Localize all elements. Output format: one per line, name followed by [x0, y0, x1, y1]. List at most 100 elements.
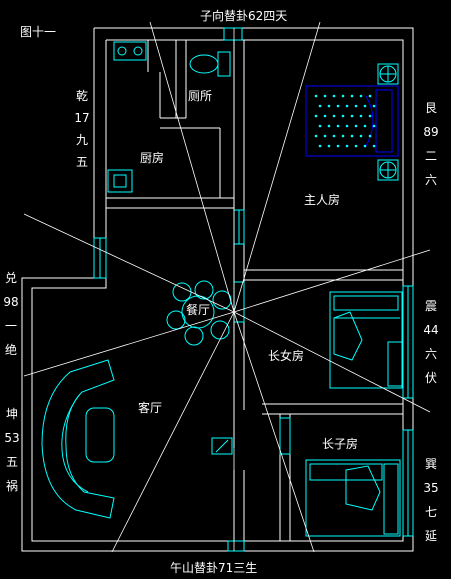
room-label-living-room: 客厅	[138, 400, 162, 415]
walls	[21, 27, 414, 552]
bed-dot	[341, 114, 345, 118]
kun-label: 坤 53 五 祸	[4, 406, 19, 493]
room-label-kitchen: 厨房	[140, 150, 164, 165]
washbasin-icon	[211, 437, 233, 455]
bed-dot	[341, 134, 345, 138]
toilet-bowl-icon	[189, 54, 219, 74]
bed-dot	[327, 124, 331, 128]
svg-text:53: 53	[4, 431, 19, 445]
bed-dot	[345, 144, 349, 148]
bed-dot	[318, 124, 322, 128]
figure-label: 图十一	[20, 25, 56, 39]
bed-dot	[350, 134, 354, 138]
svg-text:二: 二	[425, 149, 437, 163]
bed-dot	[336, 104, 340, 108]
svg-text:巽: 巽	[425, 457, 437, 471]
svg-text:绝: 绝	[5, 342, 17, 357]
coffee-table-icon	[85, 407, 115, 463]
bed-dot	[318, 104, 322, 108]
svg-text:延: 延	[425, 529, 437, 543]
svg-text:九: 九	[76, 133, 88, 147]
toilet-tank-icon	[217, 51, 231, 77]
svg-text:六: 六	[425, 173, 437, 187]
gen-label: 艮 89 二 六	[423, 101, 438, 187]
bed-dot	[314, 134, 318, 138]
bed-dot	[359, 134, 363, 138]
qian-label: 乾 17 九 五	[74, 89, 89, 169]
svg-text:兑: 兑	[5, 271, 17, 285]
room-label-son-room: 长子房	[322, 436, 358, 451]
bed-dot	[368, 94, 372, 98]
bed-dot	[336, 124, 340, 128]
bed-dot	[332, 94, 336, 98]
bed-dot	[323, 134, 327, 138]
bed-dot	[345, 124, 349, 128]
room-label-toilet: 厕所	[188, 89, 212, 103]
top-direction-label: 子向替卦62四天	[200, 8, 287, 23]
svg-text:17: 17	[74, 111, 89, 125]
svg-text:一: 一	[5, 319, 17, 333]
bed-dot	[327, 104, 331, 108]
bed-dot	[359, 114, 363, 118]
zhen-label: 震 44 六 伏	[423, 299, 438, 385]
bed-dot	[332, 114, 336, 118]
bed-dot	[368, 134, 372, 138]
svg-text:坤: 坤	[6, 406, 18, 421]
daughter-bed-icon	[329, 291, 403, 389]
direction-rays	[23, 21, 431, 553]
window-bottom	[227, 540, 245, 552]
outer-wall	[21, 27, 414, 552]
bottom-direction-label: 午山替卦71三生	[170, 561, 257, 575]
master-bed-icon	[305, 63, 399, 181]
bed-dot	[350, 114, 354, 118]
svg-text:祸: 祸	[6, 478, 18, 493]
svg-text:七: 七	[425, 505, 437, 519]
svg-text:震: 震	[425, 299, 437, 313]
bed-dot	[345, 104, 349, 108]
room-label-dining: 餐厅	[186, 302, 210, 317]
room-label-daughter-room: 长女房	[268, 348, 304, 363]
bed-dot	[359, 94, 363, 98]
svg-text:35: 35	[423, 481, 438, 495]
svg-text:98: 98	[3, 295, 18, 309]
bed-dot-pattern	[314, 94, 376, 148]
bed-dot	[336, 144, 340, 148]
svg-text:六: 六	[425, 347, 437, 361]
bed-dot	[341, 94, 345, 98]
dui-label: 兑 98 一 绝	[3, 271, 18, 357]
bed-dot	[327, 144, 331, 148]
svg-text:44: 44	[423, 323, 438, 337]
bed-dot	[314, 114, 318, 118]
svg-text:五: 五	[6, 455, 18, 469]
svg-text:89: 89	[423, 125, 438, 139]
window-top	[223, 27, 243, 41]
bed-dot	[354, 144, 358, 148]
bed-dot	[372, 144, 376, 148]
stove-icon	[113, 41, 147, 61]
bed-dot	[363, 104, 367, 108]
fixtures	[41, 41, 403, 537]
svg-text:伏: 伏	[425, 371, 437, 385]
bed-dot	[323, 114, 327, 118]
bed-dot	[318, 144, 322, 148]
bed-dot	[368, 114, 372, 118]
svg-text:乾: 乾	[76, 89, 88, 103]
bed-dot	[350, 94, 354, 98]
bed-dot	[323, 94, 327, 98]
son-bed-icon	[305, 459, 401, 537]
bed-dot	[314, 94, 318, 98]
bed-dot	[363, 124, 367, 128]
bed-dot	[363, 144, 367, 148]
outer-wall-inner	[31, 39, 404, 542]
xun-label: 巽 35 七 延	[423, 457, 438, 543]
bed-dot	[372, 124, 376, 128]
svg-text:五: 五	[76, 155, 88, 169]
sink-icon	[107, 169, 133, 193]
svg-text:艮: 艮	[425, 101, 437, 115]
sofa-icon	[41, 359, 115, 519]
room-label-master-bedroom: 主人房	[304, 192, 340, 207]
bed-dot	[332, 134, 336, 138]
bed-dot	[372, 104, 376, 108]
bed-dot	[354, 104, 358, 108]
